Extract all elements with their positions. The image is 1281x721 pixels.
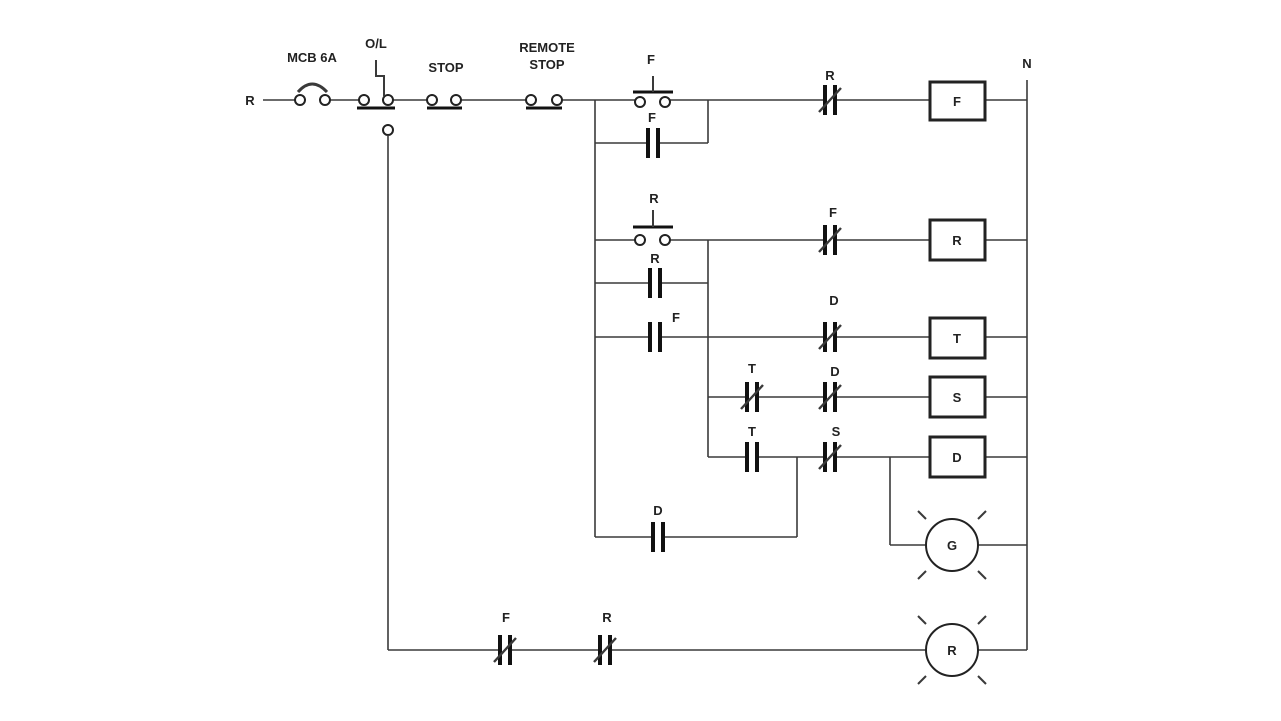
contact-r-nc: R	[817, 68, 843, 117]
svg-text:F: F	[502, 610, 510, 625]
contact-t-no: T	[745, 424, 759, 474]
contact-r-nc-lamp: R	[592, 610, 618, 667]
lamp-green: G	[917, 510, 987, 580]
svg-text:D: D	[653, 503, 662, 518]
svg-text:T: T	[953, 331, 961, 346]
reverse-start-button: R	[633, 191, 673, 246]
svg-text:S: S	[953, 390, 962, 405]
contact-f-nc-lamp: F	[492, 610, 518, 667]
contact-d-nc-timer: D	[817, 293, 843, 354]
coil-forward: F	[928, 80, 987, 122]
svg-text:R: R	[602, 610, 612, 625]
coil-reverse: R	[928, 218, 987, 262]
mcb-breaker: MCB 6A	[287, 50, 338, 106]
coil-timer: T	[928, 316, 987, 360]
line-rail-label: R	[245, 93, 255, 108]
stop-label: STOP	[428, 60, 463, 75]
coil-delta: D	[928, 435, 987, 479]
svg-text:D: D	[829, 293, 838, 308]
control-wiring	[387, 99, 1027, 651]
forward-start-button: F	[633, 52, 673, 108]
lamp-red: R	[917, 615, 987, 685]
contact-f-nc: F	[817, 205, 843, 257]
svg-text:D: D	[952, 450, 961, 465]
remote-stop-button: REMOTE STOP	[519, 40, 575, 110]
coil-star: S	[928, 375, 987, 419]
svg-text:G: G	[947, 538, 957, 553]
svg-text:R: R	[650, 251, 660, 266]
contact-d-nc-star: D	[817, 364, 843, 414]
contact-r-hold: R	[648, 251, 662, 300]
svg-text:F: F	[953, 94, 961, 109]
forward-button-label: F	[647, 52, 655, 67]
contact-f-hold: F	[646, 110, 660, 160]
mcb-label: MCB 6A	[287, 50, 337, 65]
svg-text:D: D	[830, 364, 839, 379]
overload-label: O/L	[365, 36, 387, 51]
contact-s-nc: S	[817, 424, 843, 474]
svg-text:S: S	[832, 424, 841, 439]
contact-f-no: F	[648, 310, 680, 354]
overload-contact: O/L	[357, 36, 395, 136]
svg-text:R: R	[825, 68, 835, 83]
reverse-button-label: R	[649, 191, 659, 206]
remote-stop-label-1: REMOTE	[519, 40, 575, 55]
svg-text:T: T	[748, 424, 756, 439]
contact-t-nc: T	[739, 361, 765, 414]
svg-text:T: T	[748, 361, 756, 376]
svg-text:F: F	[829, 205, 837, 220]
svg-text:R: R	[947, 643, 957, 658]
neutral-rail-label: N	[1022, 56, 1031, 71]
svg-text:R: R	[952, 233, 962, 248]
stop-button: STOP	[426, 60, 464, 110]
svg-text:F: F	[648, 110, 656, 125]
contact-d-hold: D	[651, 503, 665, 554]
svg-text:F: F	[672, 310, 680, 325]
remote-stop-label-2: STOP	[529, 57, 564, 72]
